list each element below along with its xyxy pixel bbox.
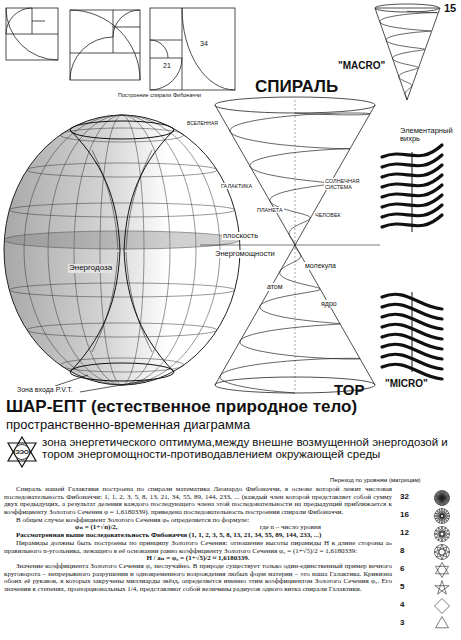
level-number: 16 bbox=[400, 511, 409, 520]
level-icon bbox=[436, 563, 449, 578]
label: пространственно-временная диаграмма bbox=[6, 418, 250, 432]
vortex-blade bbox=[382, 195, 442, 207]
parallel-line bbox=[9, 203, 234, 217]
body-text: В общем случае коэффициент Золотого Сече… bbox=[4, 517, 392, 525]
level-number: 12 bbox=[400, 529, 409, 538]
label: зона энергетического оптимума,между внеш… bbox=[42, 436, 454, 460]
level-icon bbox=[435, 599, 450, 614]
label: Элементарный вихрь bbox=[400, 127, 458, 144]
vortex-blade bbox=[382, 324, 442, 339]
level-icon bbox=[435, 545, 450, 560]
label: ЧЕЛОВЕК bbox=[314, 212, 342, 218]
level-icon bbox=[435, 509, 450, 524]
label: Построение спирали Фибоначчи bbox=[118, 92, 201, 98]
vortex-blade bbox=[382, 175, 442, 187]
body-text: Спираль нашей Галактики построена по спи… bbox=[4, 486, 392, 517]
label: 21 bbox=[163, 62, 171, 70]
level-icon bbox=[435, 545, 450, 560]
label: Энергомощности bbox=[214, 250, 276, 258]
text-column: Спираль нашей Галактики построена по спи… bbox=[4, 486, 392, 594]
spiral-cone bbox=[200, 97, 380, 393]
level-icon bbox=[435, 491, 450, 506]
label: "MICRO" bbox=[385, 378, 428, 389]
label: ВСЕЛЕННАЯ bbox=[186, 121, 219, 127]
level-icon bbox=[435, 509, 450, 524]
label: СОЛНЕЧНАЯ СИСТЕМА bbox=[324, 178, 368, 190]
symbol-text: ЭЭО bbox=[6, 448, 38, 456]
label: ТОР bbox=[334, 382, 364, 399]
vortex-blade bbox=[382, 364, 442, 379]
body-text: Пирамиды должны быть построены по принци… bbox=[4, 540, 392, 555]
level-icon bbox=[436, 617, 449, 628]
level-icon bbox=[435, 527, 450, 542]
level-icon bbox=[435, 491, 450, 506]
body-text: Значение коэффициента Золотого Сечения φ… bbox=[4, 563, 392, 594]
parallel-line bbox=[60, 358, 184, 372]
vortex-blade bbox=[382, 344, 442, 359]
label: ПЛАНЕТА bbox=[256, 207, 284, 213]
spiral-line bbox=[220, 245, 360, 393]
label: ГАЛАКТИКА bbox=[220, 183, 253, 189]
label: СПИРАЛЬ bbox=[255, 78, 338, 97]
level-number: 32 bbox=[400, 493, 409, 502]
level-number: 4 bbox=[400, 601, 404, 610]
label: Энергодоза bbox=[68, 264, 113, 273]
fibonacci-construction bbox=[6, 8, 235, 90]
label: атом bbox=[266, 283, 284, 291]
label: ядро bbox=[320, 300, 338, 308]
label: 15 bbox=[444, 2, 456, 14]
spiral-line bbox=[230, 113, 370, 245]
label: "MACRO" bbox=[338, 60, 385, 71]
vortex-blade bbox=[382, 155, 442, 167]
label: Зона входа P.V.T. bbox=[16, 386, 74, 394]
level-number: 8 bbox=[400, 547, 404, 556]
level-icon bbox=[435, 581, 449, 595]
label: Переход по уровням (матрицам) bbox=[330, 477, 421, 484]
formula-row: φₙ = (1+√n)/2, где n – число уровня bbox=[4, 524, 392, 532]
level-number: 5 bbox=[400, 583, 404, 592]
label: 34 bbox=[200, 40, 208, 48]
body-text: H / aₙ = φ₅ = (1+√5)/2 ≈ 1,6180339. bbox=[4, 555, 392, 563]
hexagram-symbol: ЭЭО bbox=[6, 436, 38, 468]
vortex-blade bbox=[382, 185, 442, 197]
sphere-diagram bbox=[4, 115, 240, 392]
vortex-blade bbox=[382, 334, 442, 349]
vortex-blade bbox=[382, 294, 442, 309]
body-text: Рассмотренная выше последовательность Фи… bbox=[4, 532, 392, 540]
vortex-blade bbox=[382, 304, 442, 319]
body-text: где n – число уровня bbox=[260, 524, 321, 532]
label: молекула bbox=[304, 262, 337, 270]
vortex-blade bbox=[382, 145, 442, 157]
vortex-blade bbox=[382, 354, 442, 369]
parallel-line bbox=[9, 283, 234, 297]
vortex-blade bbox=[382, 314, 442, 329]
spiral-line bbox=[380, 11, 438, 100]
level-number: 3 bbox=[400, 619, 404, 628]
vortex-blade bbox=[382, 215, 442, 227]
diagram-title: ШАР-ЕПТ (естественное природное тело) bbox=[6, 398, 357, 417]
body-text: φₙ = (1+√n)/2, bbox=[75, 524, 118, 532]
vortex-blade bbox=[382, 165, 442, 177]
level-icon bbox=[435, 527, 450, 542]
parallel-line bbox=[27, 163, 217, 177]
vortex-blade bbox=[382, 205, 442, 217]
parallel-line bbox=[27, 323, 217, 337]
label: плоскость bbox=[222, 232, 259, 240]
level-number: 6 bbox=[400, 565, 404, 574]
